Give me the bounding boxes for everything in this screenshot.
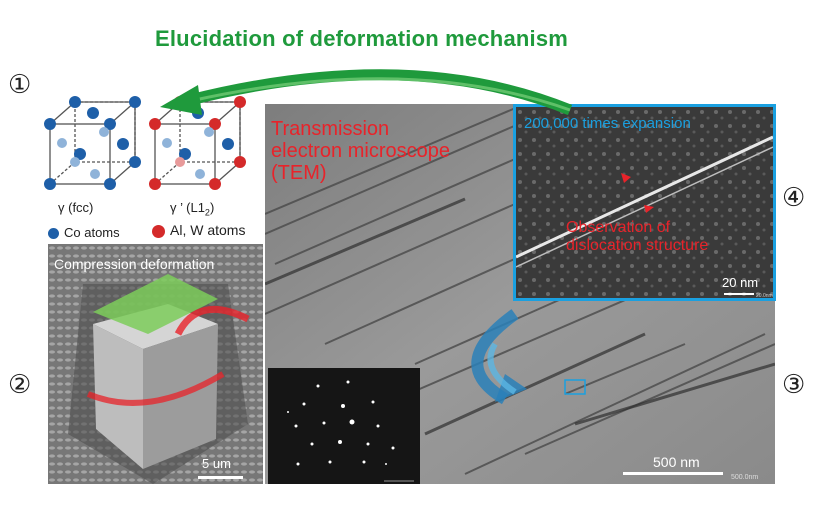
fcc-unit-cell-diagram [44, 96, 141, 190]
fcc-label: γ (fcc) [58, 200, 94, 215]
l12-label-close: ) [209, 200, 215, 215]
dislocation-observation-label: Observation of dislocation structure [566, 219, 708, 255]
green-curved-arrow [160, 69, 573, 115]
co-atom-dot-icon [48, 228, 59, 240]
zoom-scale-small: 20.0nm [756, 293, 773, 299]
obs-line1: Observation of [566, 219, 671, 236]
tem-label-line2: electron microscope [271, 140, 450, 162]
label-4: ④ [782, 183, 806, 213]
tem-label: Transmission electron microscope (TEM) [271, 118, 450, 184]
legend-alw: Al, W atoms [152, 222, 245, 238]
tem-scale-label: 500 nm [653, 454, 700, 470]
label-3: ③ [782, 370, 806, 400]
zoom-dislocation-lines [516, 107, 773, 298]
figure-title: Elucidation of deformation mechanism [155, 26, 569, 51]
l12-label-sub: 2 [204, 207, 210, 218]
zoom-200000x-image: 200,000 times expansion Observation of d… [513, 104, 776, 301]
obs-line2: dislocation structure [566, 237, 709, 254]
tem-label-line3: (TEM) [271, 162, 327, 184]
zoom-scale-label: 20 nm [722, 275, 759, 290]
label-1: ① [8, 70, 32, 100]
l12-label-text: γ ’ (L1 [170, 200, 205, 215]
sem-compression-image: Compression deformation 5 um [48, 244, 263, 484]
sem-pillar-illustration [48, 244, 263, 484]
legend-co: Co atoms [48, 225, 120, 240]
sem-scale-label: 5 um [202, 456, 231, 471]
alw-atom-dot-icon [152, 224, 165, 238]
legend-co-text: Co atoms [64, 225, 120, 240]
zoom-label: 200,000 times expansion [524, 115, 691, 132]
legend-alw-text: Al, W atoms [170, 222, 246, 238]
tem-scale-small: 500.0nm [731, 474, 759, 481]
sem-label: Compression deformation [54, 256, 215, 272]
diffraction-pattern-inset [268, 368, 420, 484]
l12-label: γ ’ (L12) [170, 200, 214, 218]
tem-label-line1: Transmission [271, 118, 390, 140]
label-2: ② [8, 370, 32, 400]
diffraction-spots [287, 380, 414, 482]
